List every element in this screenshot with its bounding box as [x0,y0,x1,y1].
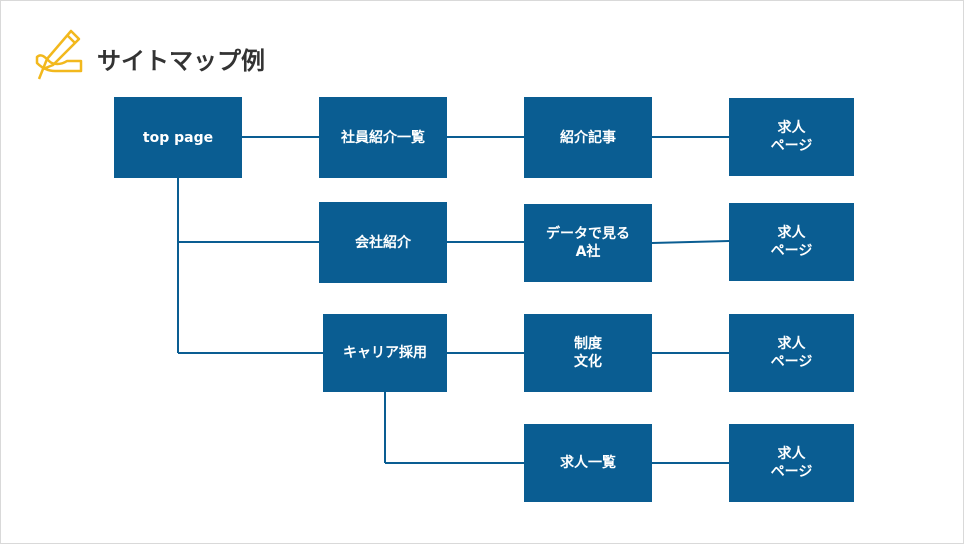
node-label: 制度 [574,336,602,352]
node-job-page-4: 求人 ページ [729,424,854,502]
node-label: 求人一覧 [560,455,616,471]
node-label: 求人 [777,225,806,241]
node-label: top page [142,129,214,146]
connector-data-job2 [651,240,730,244]
node-company-intro: 会社紹介 [319,202,447,283]
node-label: 会社紹介 [355,234,411,251]
node-job-list: 求人一覧 [524,424,652,502]
node-label: 紹介記事 [560,129,616,146]
node-job-page-2: 求人 ページ [729,203,854,281]
node-staff-intro-list: 社員紹介一覧 [319,97,447,178]
node-label: 文化 [574,354,602,370]
node-label: データで見る [546,226,630,242]
node-label: キャリア採用 [343,345,427,361]
node-system-culture: 制度 文化 [524,314,652,392]
node-label: ページ [770,138,813,154]
node-label: 求人 [777,446,806,462]
node-label: ページ [770,243,813,259]
node-job-page-1: 求人 ページ [729,98,854,176]
pencil-writing-icon [35,29,83,80]
node-label: ページ [770,464,813,480]
node-label: A社 [575,244,601,260]
node-label: 求人 [777,336,806,352]
node-career-recruit: キャリア採用 [323,314,447,392]
node-intro-article: 紹介記事 [524,97,652,178]
node-data-view: データで見る A社 [524,204,652,282]
node-label: 求人 [777,120,806,136]
node-top-page: top page [114,97,242,178]
node-label: ページ [770,354,813,370]
page-title: サイトマップ例 [97,47,265,75]
node-label: 社員紹介一覧 [341,129,425,146]
node-job-page-3: 求人 ページ [729,314,854,392]
